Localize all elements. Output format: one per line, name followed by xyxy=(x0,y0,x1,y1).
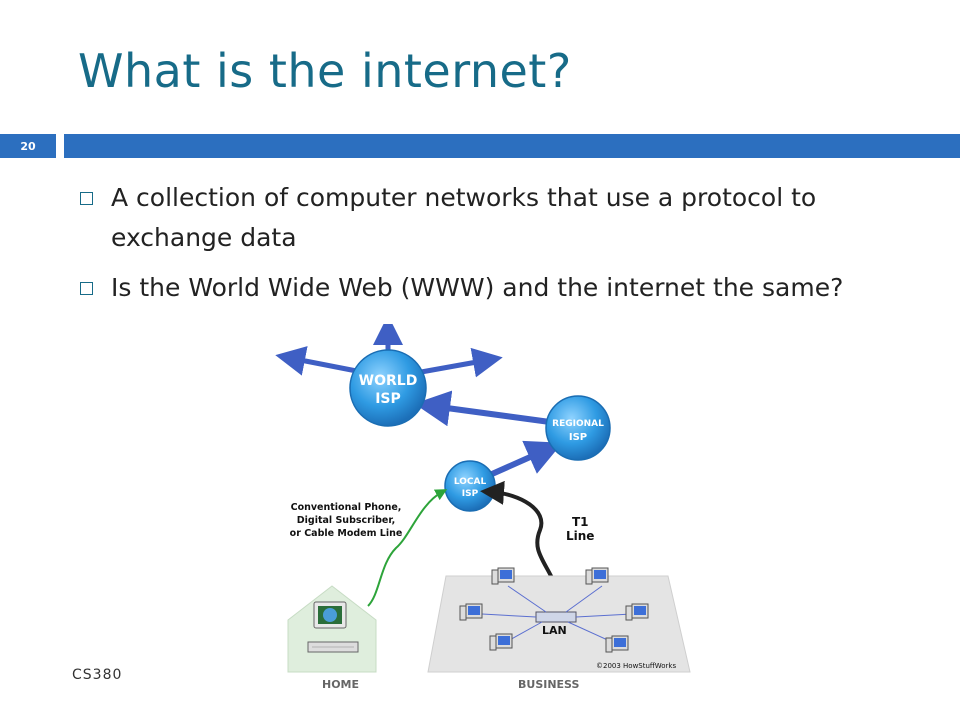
t1-line xyxy=(480,480,562,599)
svg-text:ISP: ISP xyxy=(569,432,587,443)
home-link-label: Conventional Phone, Digital Subscriber, … xyxy=(290,502,403,539)
local-isp-node: LOCAL ISP xyxy=(444,460,496,512)
home-label: HOME xyxy=(322,678,359,691)
business-label: BUSINESS xyxy=(518,678,579,691)
svg-text:ISP: ISP xyxy=(375,391,401,407)
regional-isp-node: REGIONAL ISP xyxy=(545,395,611,461)
slide-number: 20 xyxy=(0,134,56,158)
bullet-item: A collection of computer networks that u… xyxy=(80,178,900,258)
title-divider-bar xyxy=(64,134,960,158)
t1-label: T1 Line xyxy=(566,515,594,543)
svg-text:T1: T1 xyxy=(572,515,589,529)
internet-diagram: WORLD ISP REGIONAL ISP LOCAL ISP Convent… xyxy=(275,324,691,691)
svg-text:or Cable Modem Line: or Cable Modem Line xyxy=(290,528,403,539)
world-isp-node: WORLD ISP xyxy=(349,349,427,427)
square-bullet-icon xyxy=(80,192,93,205)
square-bullet-icon xyxy=(80,282,93,295)
home-to-local-line xyxy=(367,489,448,607)
svg-text:LOCAL: LOCAL xyxy=(454,477,487,487)
svg-text:WORLD: WORLD xyxy=(359,373,418,389)
footer-course-code: CS380 xyxy=(72,667,123,683)
local-to-regional-arrow xyxy=(490,440,563,477)
svg-text:Line: Line xyxy=(566,529,594,543)
business-area: LAN ©2003 HowStuffWorks xyxy=(427,567,691,673)
bullet-item: Is the World Wide Web (WWW) and the inte… xyxy=(80,268,900,308)
svg-text:LAN: LAN xyxy=(542,624,567,637)
slide-title: What is the internet? xyxy=(78,44,572,98)
bullet-text: A collection of computer networks that u… xyxy=(111,183,817,252)
bullet-list: A collection of computer networks that u… xyxy=(80,178,900,318)
svg-text:Digital Subscriber,: Digital Subscriber, xyxy=(297,515,396,526)
svg-text:ISP: ISP xyxy=(462,489,479,499)
regional-to-world-arrow xyxy=(414,390,551,427)
bullet-text: Is the World Wide Web (WWW) and the inte… xyxy=(111,273,844,302)
svg-text:©2003 HowStuffWorks: ©2003 HowStuffWorks xyxy=(596,662,676,670)
svg-text:Conventional Phone,: Conventional Phone, xyxy=(291,502,402,513)
svg-text:REGIONAL: REGIONAL xyxy=(552,419,604,429)
home-house xyxy=(287,585,377,673)
